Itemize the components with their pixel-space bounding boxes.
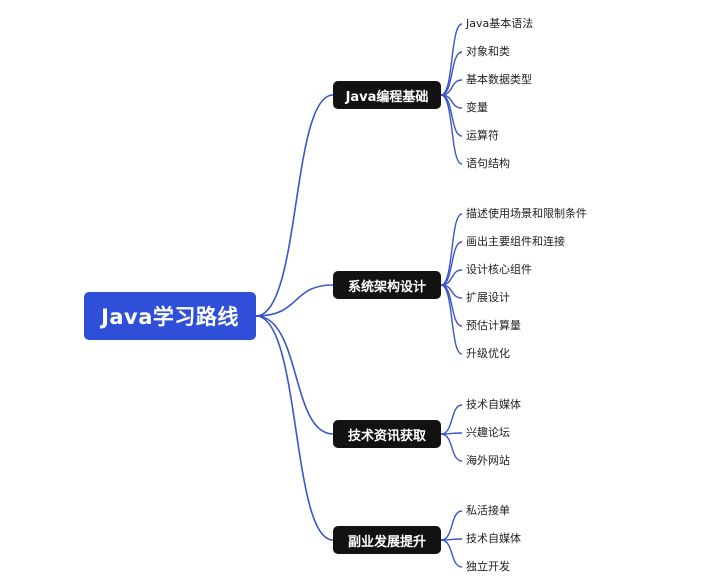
leaf-java-syntax[interactable]: Java基本语法 bbox=[466, 17, 534, 30]
branch-java-basics[interactable]: Java编程基础 bbox=[333, 81, 441, 109]
branch-leaf-connector bbox=[440, 23, 463, 96]
leaf-freelance[interactable]: 私活接单 bbox=[466, 504, 510, 517]
branch-label: Java编程基础 bbox=[345, 89, 429, 105]
branch-leaf-connector bbox=[440, 510, 463, 541]
branch-label: 技术资讯获取 bbox=[347, 428, 426, 444]
root-branch-connector bbox=[255, 315, 334, 541]
branch-tech-info[interactable]: 技术资讯获取 bbox=[333, 420, 441, 448]
leaf-objects-classes[interactable]: 对象和类 bbox=[466, 45, 510, 58]
root-branch-connector bbox=[255, 94, 334, 317]
branch-label: 副业发展提升 bbox=[347, 534, 426, 550]
leaf-variables[interactable]: 变量 bbox=[466, 101, 488, 114]
leaf-statements[interactable]: 语句结构 bbox=[466, 157, 510, 170]
branch-leaf-connector bbox=[440, 404, 463, 435]
leaf-operators[interactable]: 运算符 bbox=[466, 129, 499, 142]
branch-leaf-connector bbox=[440, 241, 463, 286]
leaf-scaling[interactable]: 扩展设计 bbox=[466, 291, 510, 304]
leaf-use-cases[interactable]: 描述使用场景和限制条件 bbox=[466, 207, 587, 220]
leaf-forums[interactable]: 兴趣论坛 bbox=[466, 426, 510, 439]
leaf-indie-dev[interactable]: 独立开发 bbox=[466, 560, 510, 573]
branch-leaf-connector bbox=[440, 213, 463, 286]
leaf-tech-media-2[interactable]: 技术自媒体 bbox=[466, 532, 521, 545]
root-branch-connector bbox=[255, 284, 334, 317]
root-branch-connector bbox=[255, 315, 334, 435]
leaf-components[interactable]: 画出主要组件和连接 bbox=[466, 235, 565, 248]
branch-leaf-connector bbox=[440, 433, 463, 462]
branch-side-business[interactable]: 副业发展提升 bbox=[333, 526, 441, 554]
branch-leaf-connector bbox=[440, 94, 463, 165]
leaf-data-types[interactable]: 基本数据类型 bbox=[466, 73, 532, 86]
branch-system-architecture[interactable]: 系统架构设计 bbox=[333, 271, 441, 299]
leaf-estimation[interactable]: 预估计算量 bbox=[466, 319, 521, 332]
branch-leaf-connector bbox=[440, 284, 463, 355]
leaf-tech-media[interactable]: 技术自媒体 bbox=[466, 398, 521, 411]
branch-label: 系统架构设计 bbox=[347, 279, 426, 295]
leaf-core-design[interactable]: 设计核心组件 bbox=[466, 263, 532, 276]
root-node[interactable]: Java学习路线 bbox=[84, 292, 256, 340]
branch-leaf-connector bbox=[440, 51, 463, 96]
branch-leaf-connector bbox=[440, 539, 463, 568]
root-label: Java学习路线 bbox=[101, 305, 239, 329]
leaf-optimization[interactable]: 升级优化 bbox=[466, 347, 510, 360]
leaf-overseas-sites[interactable]: 海外网站 bbox=[466, 454, 510, 467]
